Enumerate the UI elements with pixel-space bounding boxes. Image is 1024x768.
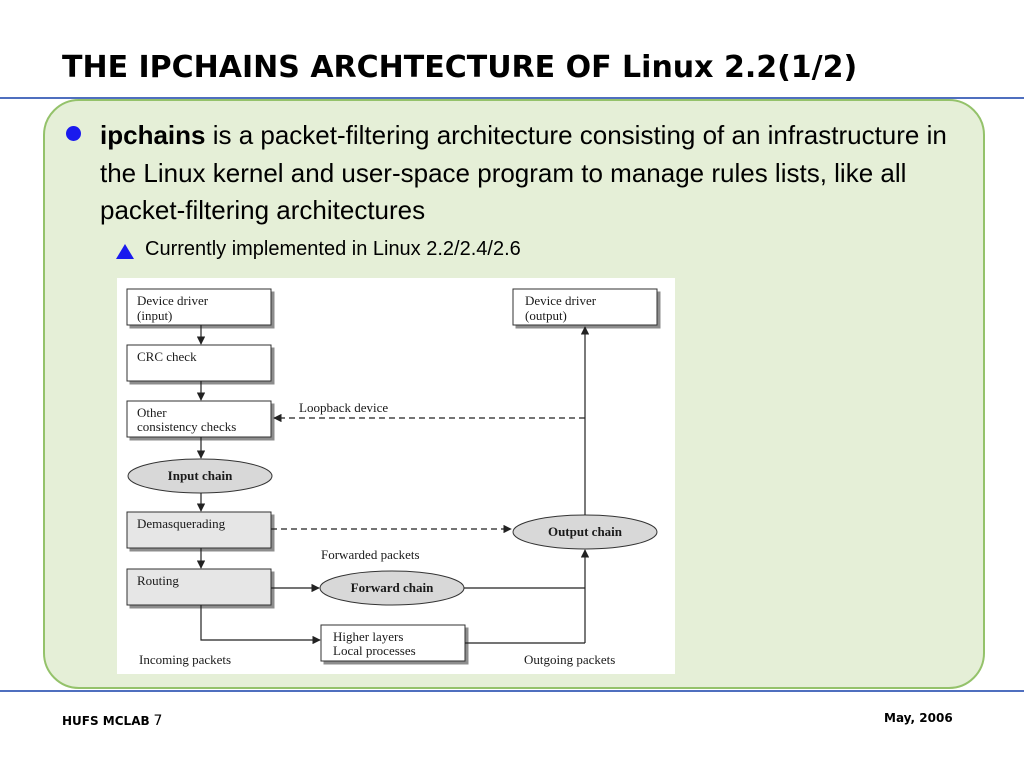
box-crc-label: CRC check [137, 349, 197, 364]
arrow-routing-higher [200, 605, 321, 645]
footer-page-number: 7 [153, 713, 163, 729]
box-routing: Routing [126, 568, 272, 606]
box-higher-line2: Local processes [333, 643, 416, 658]
bullet-dot-icon [66, 126, 81, 141]
footer-divider [0, 690, 1024, 692]
box-routing-label: Routing [137, 573, 179, 588]
box-consistency-checks: Other consistency checks [126, 400, 272, 438]
box-dev-in-line1: Device driver [137, 293, 209, 308]
box-dev-in-line2: (input) [137, 308, 172, 323]
label-incoming-packets: Incoming packets [139, 652, 231, 667]
label-forwarded-packets: Forwarded packets [321, 547, 420, 562]
box-higher-line1: Higher layers [333, 629, 403, 644]
triangle-bullet-icon [116, 244, 134, 259]
footer-date: May, 2006 [884, 711, 953, 725]
bullet-term: ipchains [100, 120, 206, 150]
input-chain-label: Input chain [168, 468, 233, 483]
box-device-driver-input: Device driver (input) [126, 288, 272, 326]
label-outgoing-packets: Outgoing packets [524, 652, 615, 667]
ellipse-output-chain: Output chain [512, 514, 658, 550]
box-consistency-line2: consistency checks [137, 419, 236, 434]
footer-org: HUFS MCLAB [62, 714, 150, 728]
box-dev-out-line1: Device driver [525, 293, 597, 308]
diagram-svg: Device driver (input) CRC check Other co… [126, 288, 658, 667]
ellipse-forward-chain: Forward chain [319, 570, 465, 606]
ipchains-diagram: Device driver (input) CRC check Other co… [117, 278, 675, 674]
box-demasquerading: Demasquerading [126, 511, 272, 549]
box-device-driver-output: Device driver (output) [512, 288, 658, 326]
ellipse-input-chain: Input chain [127, 458, 273, 494]
box-dev-out-line2: (output) [525, 308, 567, 323]
label-loopback-device: Loopback device [299, 400, 388, 415]
sub-bullet-text: Currently implemented in Linux 2.2/2.4/2… [145, 238, 521, 260]
box-crc-check: CRC check [126, 344, 272, 382]
slide-title: THE IPCHAINS ARCHTECTURE OF Linux 2.2(1/… [62, 50, 858, 85]
output-chain-label: Output chain [548, 524, 623, 539]
bullet-body: is a packet-filtering architecture consi… [100, 120, 947, 225]
bullet-text: ipchains is a packet-filtering architect… [100, 117, 970, 230]
box-higher-layers: Higher layers Local processes [320, 624, 466, 662]
box-consistency-line1: Other [137, 405, 167, 420]
footer-left: HUFS MCLAB 7 [62, 713, 162, 729]
title-divider [0, 97, 1024, 99]
forward-chain-label: Forward chain [351, 580, 434, 595]
box-demasq-label: Demasquerading [137, 516, 226, 531]
